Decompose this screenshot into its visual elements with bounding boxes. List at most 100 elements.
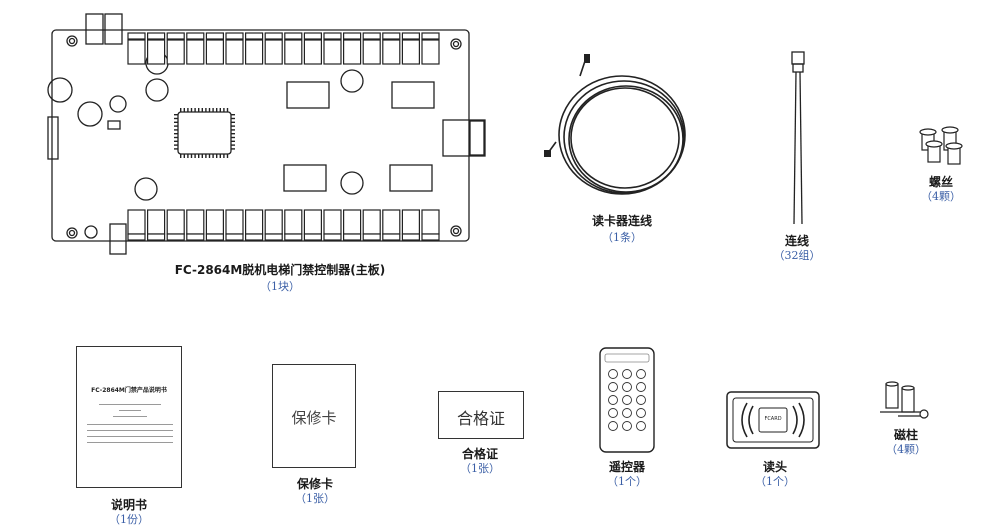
relay [343,39,362,65]
warranty-title: 保修卡 [296,477,334,491]
manual-booklet: FC-2864M门禁产品说明书 [76,346,182,488]
card-reader-illustration: FCARD [726,391,820,449]
terminal [245,233,264,241]
terminal [245,32,264,40]
terminal [186,32,205,40]
relay [264,209,283,235]
reader-cable-title: 读卡器连线 [591,214,653,228]
terminal [284,32,303,40]
relay [245,209,264,235]
relay [343,209,362,235]
relay [186,209,205,235]
wire-illustration [791,51,805,225]
terminal [264,233,283,241]
terminal [343,233,362,241]
remote-key [608,395,618,405]
remote-key [608,421,618,431]
terminal [166,233,185,241]
terminal [205,233,224,241]
remote-key [636,369,646,379]
terminal [205,32,224,40]
certificate-title: 合格证 [461,447,499,461]
screws-illustration [919,126,963,165]
relay [362,209,381,235]
reader-title: 读头 [762,460,788,474]
standoff-count: （4颗） [886,443,926,456]
remote-key [622,395,632,405]
remote-key [636,382,646,392]
reader-count: （1个） [755,475,795,488]
relay [382,39,401,65]
terminal [303,233,322,241]
board-count: （1块） [260,280,300,293]
relay [382,209,401,235]
screw-count: （4颗） [921,190,961,203]
relay [284,209,303,235]
terminal [225,32,244,40]
remote-key [622,408,632,418]
wire-title: 连线 [784,234,810,248]
terminal [284,233,303,241]
remote-key [636,408,646,418]
warranty-card: 保修卡 [272,364,356,468]
reader-brand: FCARD [764,416,781,422]
terminal [382,32,401,40]
terminal [303,32,322,40]
relay [127,209,146,235]
terminal [186,233,205,241]
terminal [127,233,146,241]
certificate-count: （1张） [460,462,500,475]
remote-key [622,382,632,392]
manual-doc-title: FC-2864M门禁产品说明书 [91,387,167,394]
remote-key [608,369,618,379]
terminal [323,32,342,40]
standoff-title: 磁柱 [893,428,919,442]
wire-count: （32组） [773,249,821,262]
relay [421,209,440,235]
remote-key [608,382,618,392]
remote-count: （1个） [607,475,647,488]
screw-title: 螺丝 [928,175,954,189]
relay [401,209,420,235]
relay [245,39,264,65]
remote-title: 遥控器 [608,460,646,474]
manual-count: （1份） [109,513,149,526]
terminal [225,233,244,241]
relay [205,39,224,65]
terminal [362,233,381,241]
reader-cable-count: （1条） [602,231,642,244]
terminal [401,32,420,40]
terminal [323,233,342,241]
relay [147,39,166,65]
relay [147,209,166,235]
remote-key [636,395,646,405]
relay [127,39,146,65]
terminal [421,32,440,40]
relay [323,209,342,235]
terminal [362,32,381,40]
relay [421,39,440,65]
manual-title: 说明书 [110,498,148,512]
terminal [127,32,146,40]
remote-illustration [599,347,655,453]
standoff-illustration [880,381,929,419]
relay [166,39,185,65]
remote-key [636,421,646,431]
relay [225,39,244,65]
remote-key [608,408,618,418]
terminal [343,32,362,40]
remote-key [622,421,632,431]
remote-key [622,369,632,379]
terminal [166,32,185,40]
relay [264,39,283,65]
relay [362,39,381,65]
relay [186,39,205,65]
relay [166,209,185,235]
warranty-count: （1张） [295,492,335,505]
relay [323,39,342,65]
board-title: FC-2864M脱机电梯门禁控制器(主板) [174,263,386,277]
terminal [147,233,166,241]
relay [225,209,244,235]
terminal [421,233,440,241]
